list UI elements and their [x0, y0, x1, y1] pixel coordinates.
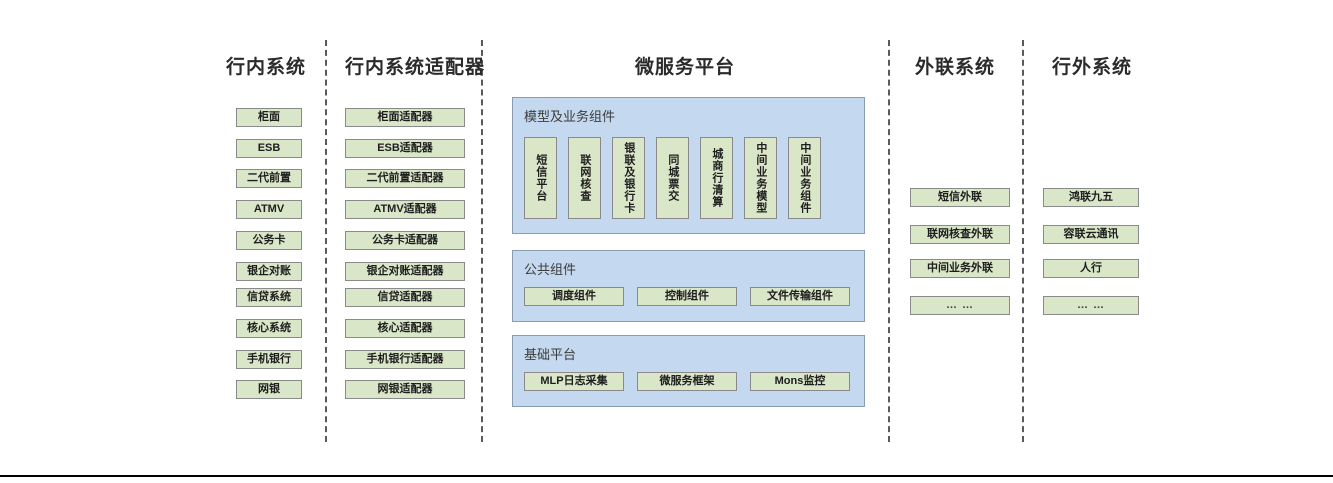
column-title-outlink: 外联系统: [914, 57, 995, 78]
panel-public-components: [512, 250, 865, 322]
node-outlink-0[interactable]: 短信外联: [910, 188, 1010, 207]
node-inbank-3[interactable]: ATMV: [236, 200, 302, 219]
column-title-inbank: 行内系统: [225, 57, 306, 78]
panel-title-base-platform: 基础平台: [524, 347, 577, 362]
node-outlink-3[interactable]: … …: [910, 296, 1010, 315]
node-external-1[interactable]: 容联云通讯: [1043, 225, 1139, 244]
node-base-1[interactable]: 微服务框架: [637, 372, 737, 391]
divider-outlink-external: [1022, 40, 1024, 442]
node-inbank-0[interactable]: 柜面: [236, 108, 302, 127]
node-adapter-6[interactable]: 信贷适配器: [345, 288, 465, 307]
bottom-divider: [0, 475, 1333, 477]
panel-title-model-business: 模型及业务组件: [524, 109, 616, 124]
node-adapter-3[interactable]: ATMV适配器: [345, 200, 465, 219]
divider-inbank-adapter: [325, 40, 327, 442]
node-external-2[interactable]: 人行: [1043, 259, 1139, 278]
node-model-5[interactable]: 中间业务模型: [744, 137, 777, 219]
node-adapter-4[interactable]: 公务卡适配器: [345, 231, 465, 250]
node-public-1[interactable]: 控制组件: [637, 287, 737, 306]
node-model-3[interactable]: 同城票交: [656, 137, 689, 219]
node-outlink-2[interactable]: 中间业务外联: [910, 259, 1010, 278]
column-title-platform: 微服务平台: [634, 57, 735, 78]
panel-base-platform: [512, 335, 865, 407]
node-inbank-8[interactable]: 手机银行: [236, 350, 302, 369]
node-inbank-7[interactable]: 核心系统: [236, 319, 302, 338]
node-inbank-6[interactable]: 信贷系统: [236, 288, 302, 307]
node-adapter-7[interactable]: 核心适配器: [345, 319, 465, 338]
node-adapter-1[interactable]: ESB适配器: [345, 139, 465, 158]
node-adapter-9[interactable]: 网银适配器: [345, 380, 465, 399]
node-base-0[interactable]: MLP日志采集: [524, 372, 624, 391]
column-title-external: 行外系统: [1051, 57, 1132, 78]
node-adapter-5[interactable]: 银企对账适配器: [345, 262, 465, 281]
node-external-3[interactable]: … …: [1043, 296, 1139, 315]
panel-title-public-components: 公共组件: [524, 262, 577, 277]
node-model-2[interactable]: 银联及银行卡: [612, 137, 645, 219]
divider-adapter-platform: [481, 40, 483, 442]
node-model-6[interactable]: 中间业务组件: [788, 137, 821, 219]
node-adapter-0[interactable]: 柜面适配器: [345, 108, 465, 127]
node-inbank-9[interactable]: 网银: [236, 380, 302, 399]
node-external-0[interactable]: 鸿联九五: [1043, 188, 1139, 207]
node-public-2[interactable]: 文件传输组件: [750, 287, 850, 306]
node-inbank-4[interactable]: 公务卡: [236, 231, 302, 250]
node-adapter-2[interactable]: 二代前置适配器: [345, 169, 465, 188]
node-adapter-8[interactable]: 手机银行适配器: [345, 350, 465, 369]
node-inbank-1[interactable]: ESB: [236, 139, 302, 158]
node-base-2[interactable]: Mons监控: [750, 372, 850, 391]
node-inbank-2[interactable]: 二代前置: [236, 169, 302, 188]
column-title-adapter: 行内系统适配器: [345, 57, 486, 78]
node-model-1[interactable]: 联网核查: [568, 137, 601, 219]
node-model-0[interactable]: 短信平台: [524, 137, 557, 219]
node-inbank-5[interactable]: 银企对账: [236, 262, 302, 281]
node-public-0[interactable]: 调度组件: [524, 287, 624, 306]
node-outlink-1[interactable]: 联网核查外联: [910, 225, 1010, 244]
divider-platform-outlink: [888, 40, 890, 442]
node-model-4[interactable]: 城商行清算: [700, 137, 733, 219]
